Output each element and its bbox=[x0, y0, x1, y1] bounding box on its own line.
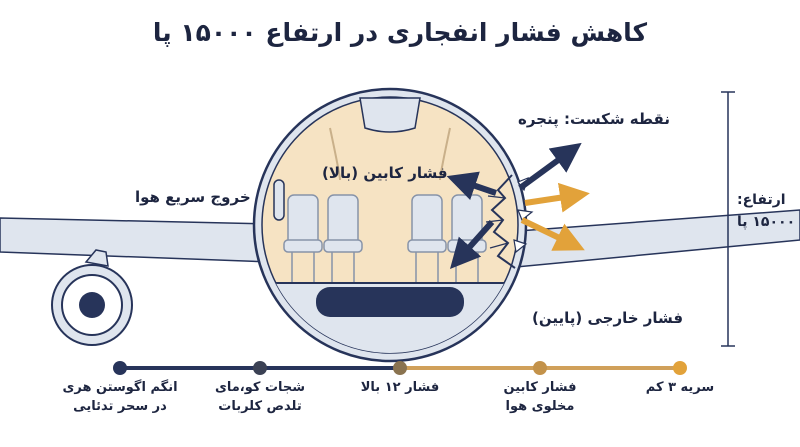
altitude-ruler bbox=[721, 91, 735, 347]
altitude-label: ارتفاع: bbox=[737, 192, 786, 208]
timeline-label-line: سریه ۳ کم bbox=[645, 380, 715, 395]
timeline-dot bbox=[253, 361, 267, 375]
timeline-label-line: فشار ۱۲ بالا bbox=[360, 380, 440, 395]
timeline-label-line: در سحر تدئایی bbox=[73, 399, 167, 414]
timeline-label: شجات کو،مای تلدص کلربات bbox=[185, 378, 335, 416]
outside-pressure-label: فشار خارجی (پایین) bbox=[532, 309, 684, 327]
timeline-label-line: فشار کابین bbox=[503, 380, 577, 395]
arrow-out-mid bbox=[524, 182, 590, 213]
pressure-arrows bbox=[446, 142, 590, 269]
engine bbox=[51, 249, 133, 346]
timeline-label-line: تلدص کلربات bbox=[218, 399, 302, 414]
left-wing bbox=[0, 217, 273, 263]
timeline-label-line: مخلوی هوا bbox=[505, 399, 575, 414]
timeline-label: سریه ۳ کم bbox=[605, 378, 755, 397]
timeline-dot bbox=[113, 361, 127, 375]
failure-point-label: نقطه شکست: پنجره bbox=[518, 110, 670, 128]
arrow-in-low bbox=[449, 219, 495, 269]
altitude-value: ۱۵۰۰۰ پا bbox=[737, 214, 796, 230]
timeline-dot bbox=[673, 361, 687, 375]
rapid-outflow-label: خروج سریع هوا bbox=[135, 188, 251, 206]
arrow-out-low bbox=[520, 217, 585, 251]
timeline-dot bbox=[533, 361, 547, 375]
cabin-pressure-label: فشار کابین (بالا) bbox=[322, 164, 448, 182]
timeline-label-line: انگم اگوستن هری bbox=[62, 380, 178, 395]
arrow-out-up bbox=[518, 142, 582, 191]
timeline-label-line: شجات کو،مای bbox=[214, 380, 306, 395]
timeline-label: انگم اگوستن هری در سحر تدئایی bbox=[45, 378, 195, 416]
arrow-in-up bbox=[446, 171, 497, 201]
timeline-label: فشار ۱۲ بالا bbox=[325, 378, 475, 397]
timeline-label: فشار کابین مخلوی هوا bbox=[465, 378, 615, 416]
timeline bbox=[113, 361, 687, 375]
timeline-dot bbox=[393, 361, 407, 375]
page-title: کاهش فشار انفجاری در ارتفاع ۱۵۰۰۰ پا bbox=[152, 18, 648, 47]
